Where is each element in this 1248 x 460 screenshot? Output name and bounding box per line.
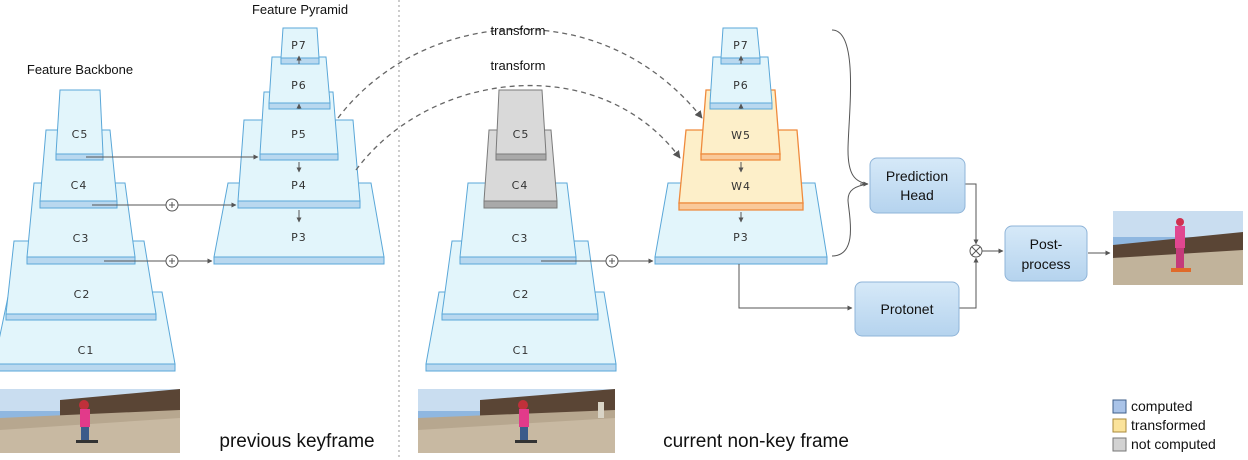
right-w5-label: W5 — [731, 129, 751, 142]
left-p4-label: P4 — [291, 179, 307, 192]
legend-label-computed: computed — [1131, 398, 1192, 414]
feature-pyramid-title: Feature Pyramid — [252, 2, 348, 17]
prediction-head-line1: Prediction — [886, 168, 948, 184]
prediction-head-line2: Head — [900, 187, 933, 203]
left-c5-layer: C5 — [55, 89, 104, 161]
left-backbone: C1 C2 C3 C4 C5 — [0, 89, 176, 372]
right-connections — [541, 29, 1111, 311]
left-c5-label: C5 — [72, 128, 89, 141]
right-c5-label: C5 — [513, 128, 530, 141]
left-p6-label: P6 — [291, 79, 307, 92]
right-c4-label: C4 — [512, 179, 529, 192]
transform-label-bottom: transform — [491, 58, 546, 73]
output-photo — [1113, 211, 1243, 285]
left-c3-label: C3 — [73, 232, 90, 245]
right-p6-layer: P6 — [709, 56, 773, 110]
right-p6-label: P6 — [733, 79, 749, 92]
right-pyramid: P3 W4 W5 P6 P7 — [654, 27, 828, 265]
postprocess-line1: Post- — [1030, 236, 1063, 252]
left-c4-label: C4 — [71, 179, 88, 192]
legend-label-not-computed: not computed — [1131, 436, 1216, 452]
current-frame-caption: current non-key frame — [663, 431, 849, 452]
feature-backbone-title: Feature Backbone — [27, 62, 133, 77]
legend-label-transformed: transformed — [1131, 417, 1206, 433]
left-p3-label: P3 — [291, 231, 307, 244]
left-c2-label: C2 — [74, 288, 91, 301]
previous-keyframe-caption: previous keyframe — [219, 431, 374, 452]
right-backbone: C1 C2 C3 C4 C5 — [425, 89, 617, 372]
protonet-label: Protonet — [881, 301, 934, 317]
legend-swatch-computed — [1112, 399, 1127, 414]
postprocess-line2: process — [1021, 256, 1070, 272]
transform-label-top: transform — [491, 23, 546, 38]
left-c1-label: C1 — [78, 344, 95, 357]
protonet-block: Protonet — [854, 281, 960, 337]
right-c1-label: C1 — [513, 344, 530, 357]
right-c2-label: C2 — [513, 288, 530, 301]
left-p5-label: P5 — [291, 128, 307, 141]
right-c5-layer-not-computed: C5 — [495, 89, 547, 161]
legend: computed transformed not computed — [1112, 398, 1216, 452]
legend-swatch-transformed — [1112, 418, 1127, 433]
right-c3-label: C3 — [512, 232, 529, 245]
postprocess-block: Post- process — [1004, 225, 1088, 282]
right-p7-label: P7 — [733, 39, 749, 52]
right-p3-label: P3 — [733, 231, 749, 244]
current-frame-photo — [418, 389, 615, 453]
transform-arrows: transform transform — [337, 23, 703, 171]
right-w4-label: W4 — [731, 180, 751, 193]
left-p7-label: P7 — [291, 39, 307, 52]
left-p6-layer: P6 — [268, 56, 331, 110]
left-lateral-arrows — [86, 55, 302, 268]
keyframe-photo — [0, 389, 180, 453]
legend-swatch-not-computed — [1112, 437, 1127, 452]
prediction-head-block: Prediction Head — [869, 157, 966, 214]
left-p7-layer: P7 — [280, 27, 320, 65]
